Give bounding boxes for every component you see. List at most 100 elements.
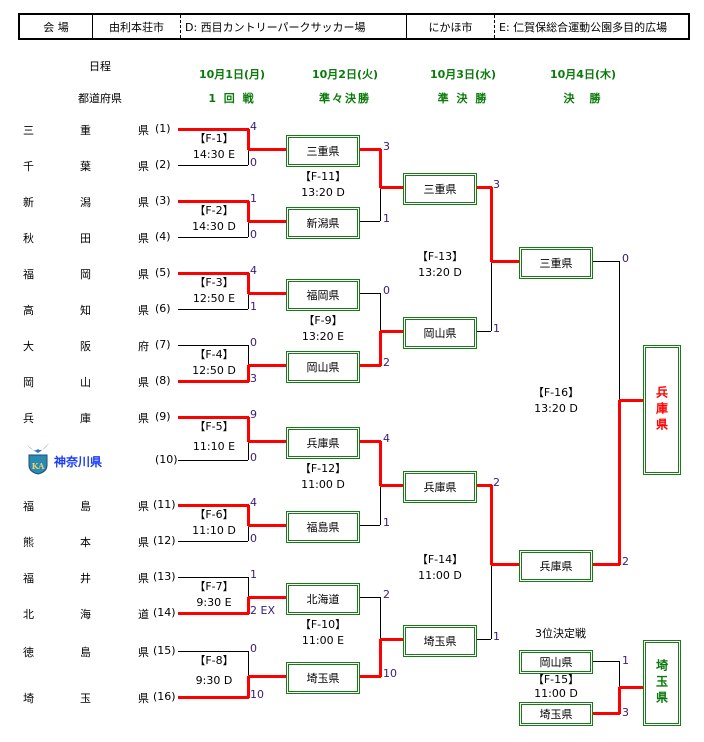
match-id: 【F-3】 (194, 276, 234, 289)
match-info: 【F-11】13:20 D (293, 169, 353, 201)
quarterfinal-team-box[interactable]: 福島県 (286, 511, 360, 543)
quarterfinal-team-box[interactable]: 岡山県 (286, 351, 360, 383)
match-score: 4 (250, 496, 257, 509)
bracket-line (593, 563, 620, 566)
team-name-char-2: 阪 (80, 340, 91, 353)
bracket-line (178, 460, 248, 461)
match-score: 1 (493, 630, 500, 643)
bracket-line (379, 149, 382, 188)
match-score: 0 (250, 336, 257, 349)
team-name-char-2: 知 (80, 304, 91, 317)
semifinal-team-box[interactable]: 三重県 (403, 173, 477, 205)
final-team-box[interactable]: 三重県 (519, 247, 593, 279)
match-score: 0 (250, 642, 257, 655)
match-info: 【F-7】 9:30 E (184, 579, 244, 611)
match-id: 【F-6】 (194, 508, 234, 521)
match-score: 0 (250, 228, 257, 241)
match-score: 1 (622, 654, 629, 667)
match-score: 9 (250, 408, 257, 421)
match-id: 【F-5】 (194, 420, 234, 433)
match-id: 【F-8】 (194, 654, 234, 667)
team-name-char-1: 三 (23, 124, 34, 137)
team-name-char-3: 県 (138, 500, 149, 513)
team-seed: (12) (153, 534, 176, 547)
bracket-line (248, 220, 287, 223)
match-id: 【F-10】 (299, 618, 347, 631)
bracket-line (178, 541, 248, 542)
team-name-char-2: 潟 (80, 196, 91, 209)
team-seed: (4) (155, 230, 171, 243)
match-id: 【F-15】 (532, 673, 580, 686)
final-team-box[interactable]: 兵庫県 (519, 550, 593, 582)
bracket-line (360, 148, 381, 151)
team-name-char-1: 北 (23, 608, 34, 621)
match-time: 13:20 D (301, 186, 345, 199)
round-label-1: 1 回 戦 (208, 92, 256, 105)
match-info: 【F-1】14:30 E (184, 131, 244, 163)
bracket-line (248, 364, 287, 367)
bracket-line (360, 364, 381, 367)
match-score: 1 (383, 212, 390, 225)
bracket-line (248, 221, 249, 237)
bracket-line (380, 330, 404, 333)
round-label-semifinal: 準 決 勝 (437, 92, 489, 105)
kanagawa-emblem-icon: KA (26, 441, 50, 475)
third-place-team-box[interactable]: 埼玉県 (519, 702, 593, 726)
quarterfinal-team-box[interactable]: 三重県 (286, 135, 360, 167)
bracket-line (247, 417, 250, 442)
team-name-char-2: 島 (80, 646, 91, 659)
bracket-line (248, 292, 287, 295)
bracket-line (248, 441, 249, 460)
team-seed: (6) (155, 302, 171, 315)
team-name-char-3: 道 (138, 608, 149, 621)
match-time: 9:30 E (196, 596, 232, 609)
semifinal-team-box[interactable]: 岡山県 (403, 317, 477, 349)
quarterfinal-team-box[interactable]: 新潟県 (286, 207, 360, 239)
bracket-line (360, 675, 381, 678)
third-place-team-box[interactable]: 岡山県 (519, 650, 593, 674)
venue-name-e: E: 仁賀保総合運動公園多目的広場 (494, 15, 688, 38)
semifinal-team-box[interactable]: 埼玉県 (403, 625, 477, 657)
bracket-line (248, 440, 287, 443)
team-seed: (1) (155, 122, 171, 135)
quarterfinal-team-box[interactable]: 福岡県 (286, 279, 360, 311)
venue-label: 会 場 (43, 20, 69, 34)
date-quarterfinal: 10月2日(火) (311, 68, 379, 81)
team-name-char-2: 島 (80, 500, 91, 513)
bracket-line (247, 505, 250, 526)
team-name-char-1: 岡 (23, 376, 34, 389)
team-name-char-1: 千 (23, 160, 34, 173)
match-id: 【F-9】 (303, 314, 343, 327)
match-score: 0 (622, 252, 629, 265)
bracket-line (379, 331, 382, 366)
quarterfinal-team-box[interactable]: 兵庫県 (286, 427, 360, 459)
semifinal-team-box[interactable]: 兵庫県 (403, 471, 477, 503)
team-name-char-2: 庫 (80, 412, 91, 425)
quarterfinal-team-box[interactable]: 埼玉県 (286, 662, 360, 694)
team-name-char-3: 県 (138, 692, 149, 705)
team-name-char-1: 福 (23, 268, 34, 281)
team-name-char-3: 県 (138, 536, 149, 549)
bracket-line (360, 597, 380, 598)
match-info: 【F-8】9:30 D (184, 653, 244, 689)
team-name-char-1: 秋 (23, 232, 34, 245)
prefecture-label: 都道府県 (78, 92, 122, 105)
bracket-line (491, 261, 492, 331)
match-id: 【F-7】 (194, 580, 234, 593)
team-seed: (9) (155, 410, 171, 423)
bracket-line (178, 577, 248, 578)
team-seed: (13) (153, 570, 176, 583)
bracket-line (248, 596, 287, 599)
bracket-line (178, 272, 249, 275)
bracket-line (247, 365, 250, 382)
team-name-char-2: 重 (80, 124, 91, 137)
venue-table: 会 場 由利本荘市 D: 西目カントリーパークサッカー場 にかほ市 E: 仁賀保… (18, 13, 690, 40)
team-name-char-1: 徳 (23, 646, 34, 659)
bracket-line (248, 675, 287, 678)
match-time: 11:00 D (418, 569, 462, 582)
match-time: 13:20 E (301, 330, 345, 343)
bracket-line (360, 525, 380, 526)
quarterfinal-team-box[interactable]: 北海道 (286, 583, 360, 615)
bracket-line (491, 564, 492, 639)
match-score: 3 (250, 372, 257, 385)
